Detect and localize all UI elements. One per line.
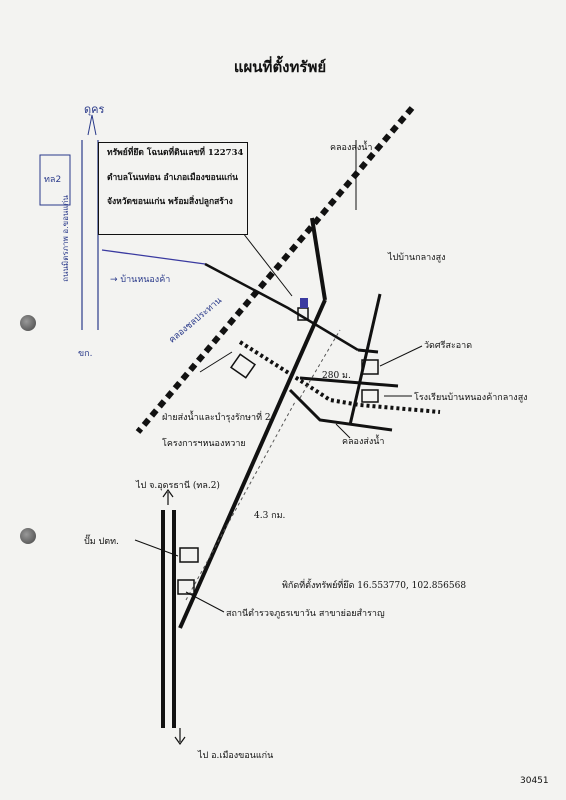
label-irrigation-office-1: ฝ่ายส่งน้ำและบำรุงรักษาที่ 2 xyxy=(162,413,271,423)
label-to-udon: ไป จ.อุดรธานี (ทล.2) xyxy=(136,481,220,491)
road-main xyxy=(178,299,327,629)
page-number: 30451 xyxy=(520,776,549,786)
canal-branch xyxy=(238,340,441,414)
distance-43-line xyxy=(185,401,296,601)
road-cross xyxy=(299,376,399,388)
hand-left-vertical: ถนนมิตรภาพ อ.ขอนแก่น xyxy=(60,195,70,282)
hand-frame xyxy=(39,154,71,206)
page-title: แผนที่ตั้งทรัพย์ xyxy=(233,58,327,76)
property-info-box: ทรัพย์ที่ยึด โฉนดที่ดินเลขที่ 122734 ตำบ… xyxy=(98,142,248,235)
label-canal-bottom: คลองส่งน้ำ xyxy=(342,437,385,447)
canal-main xyxy=(135,106,415,434)
arrow-down xyxy=(174,728,186,746)
hand-bottom-left: ขก. xyxy=(78,349,93,359)
label-to-khon-kaen: ไป อ.เมืองขอนแก่น xyxy=(198,751,274,761)
road-north xyxy=(310,217,327,301)
wat-building xyxy=(361,359,379,375)
hand-arrow-up xyxy=(87,114,97,136)
road-west-thin xyxy=(101,249,206,265)
info-line-2: ตำบลโนนท่อน อำเภอเมืองขอนแก่น xyxy=(107,172,238,183)
label-police-station: สถานีตำรวจภูธรเขาวัน สาขาย่อยสำราญ xyxy=(226,609,385,619)
punch-hole-bottom xyxy=(20,528,36,544)
hand-top: ดุคร xyxy=(84,103,105,116)
school-building xyxy=(361,389,379,403)
label-canal-top: คลองส่งน้ำ xyxy=(330,143,373,153)
label-ptt: ปั๊ม ปตท. xyxy=(84,537,119,547)
label-distance-43: 4.3 กม. xyxy=(254,511,286,521)
info-line-3: จังหวัดขอนแก่น พร้อมสิ่งปลูกสร้าง xyxy=(107,197,233,207)
ptt-building xyxy=(179,547,199,563)
label-wat: วัดศรีสะอาด xyxy=(424,341,473,351)
arrow-up xyxy=(162,488,174,505)
property-fill xyxy=(300,298,308,308)
punch-hole-top xyxy=(20,315,36,331)
hand-left-box: ทล2 xyxy=(44,175,62,185)
label-distance-280: 280 ม. xyxy=(322,371,351,381)
label-coords: พิกัดที่ตั้งทรัพย์ที่ยึด 16.553770, 102.… xyxy=(282,581,467,591)
irrigation-office-building xyxy=(229,353,257,379)
distance-280-line xyxy=(299,329,341,399)
road-southeast xyxy=(288,388,393,432)
police-building xyxy=(177,579,195,595)
label-school: โรงเรียนบ้านหนองค้ากลางสูง xyxy=(414,393,528,403)
label-to-ban-klang-sung: ไปบ้านกลางสูง xyxy=(388,253,446,263)
road-west xyxy=(204,262,359,352)
label-irrigation-office-2: โครงการฯหนองหวาย xyxy=(162,439,246,449)
info-line-1: ทรัพย์ที่ยึด โฉนดที่ดินเลขที่ 122734 xyxy=(107,148,244,158)
hand-arrow-note: → บ้านหนองค้า xyxy=(110,275,171,285)
